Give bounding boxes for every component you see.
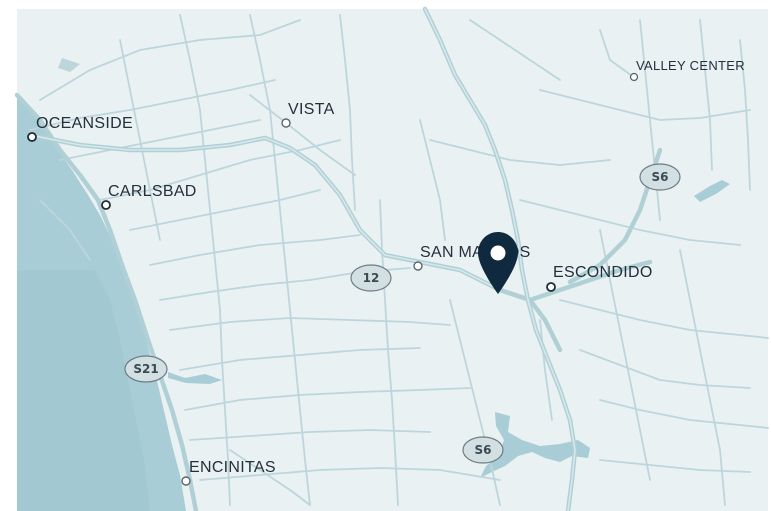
minor-roads (29, 14, 769, 506)
lake-shape (58, 58, 80, 72)
route-shield-label: 12 (363, 271, 380, 285)
city-label-oceanside: OCEANSIDE (36, 115, 133, 132)
major-roads-inner (29, 8, 576, 511)
city-dot-carlsbad (101, 200, 111, 210)
route-shield-s6-north: S6 (639, 163, 681, 191)
city-dot-valley-center (629, 72, 639, 82)
city-markers (27, 72, 639, 486)
city-dot-oceanside (27, 132, 37, 142)
route-shield-label: S21 (133, 362, 158, 376)
location-pin-icon[interactable] (478, 232, 518, 294)
lake-shape (480, 412, 590, 478)
city-dot-escondido (546, 282, 556, 292)
ocean-shelf (17, 270, 150, 511)
city-label-encinitas: ENCINITAS (189, 459, 276, 476)
route-shield-12: 12 (350, 264, 392, 292)
city-label-carlsbad: CARLSBAD (108, 183, 197, 200)
city-dot-encinitas (181, 476, 191, 486)
route-shield-label: S6 (652, 170, 669, 184)
city-dot-san-marcos (413, 261, 423, 271)
city-label-escondido: ESCONDIDO (553, 264, 653, 281)
city-dot-vista (281, 118, 291, 128)
city-label-vista: VISTA (288, 101, 335, 118)
lake-shape (168, 372, 222, 384)
route-shield-s21: S21 (124, 355, 168, 383)
city-label-valley-center: VALLEY CENTER (636, 58, 745, 73)
route-shield-s6-south: S6 (462, 436, 504, 464)
lake-shape (694, 180, 730, 202)
route-shield-label: S6 (475, 443, 492, 457)
